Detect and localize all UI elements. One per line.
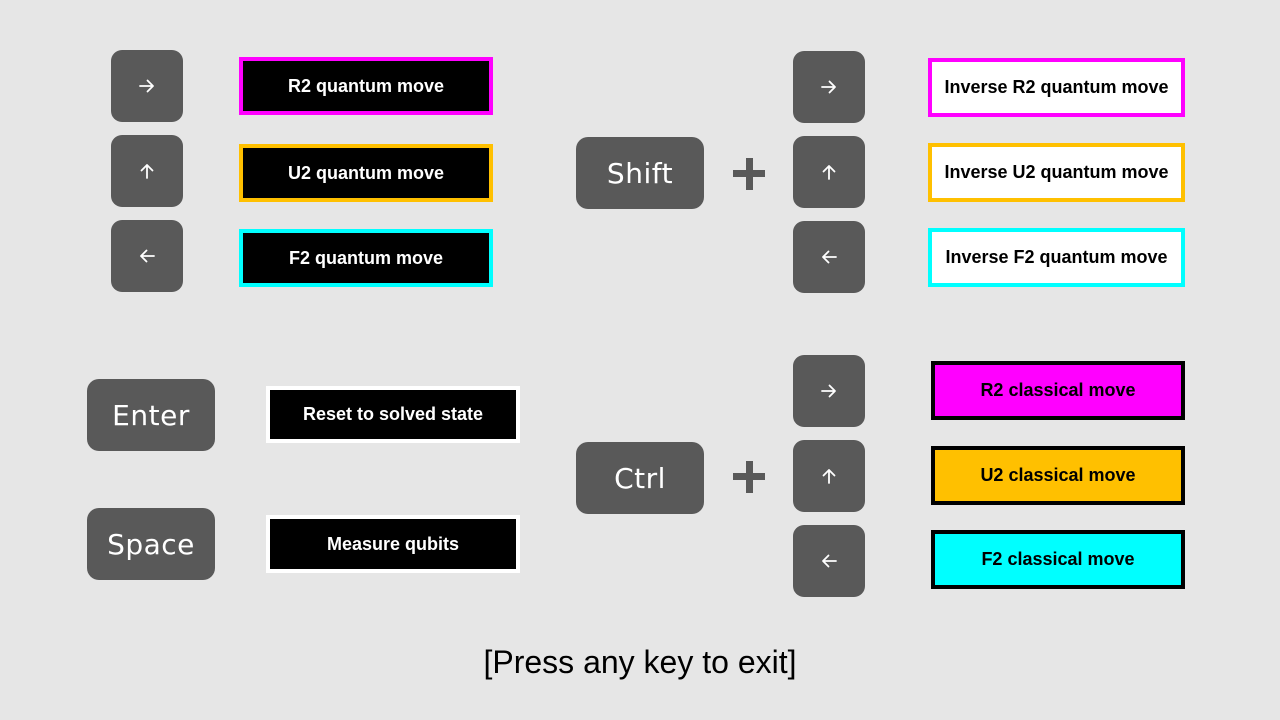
arrow-left-icon [140,249,155,263]
shift-key: Shift [576,137,704,209]
arrow-right-icon [821,80,836,94]
plus-icon [733,158,765,190]
ctrl-up-arrow-key [793,440,865,512]
arrow-left-icon [822,250,837,264]
u2-quantum-move-label: U2 quantum move [239,144,493,202]
ctrl-right-arrow-key [793,355,865,427]
arrow-left-icon [822,554,837,568]
up-arrow-key [111,135,183,207]
f2-classical-move-label: F2 classical move [931,530,1185,589]
ctrl-key: Ctrl [576,442,704,514]
r2-classical-move-label: R2 classical move [931,361,1185,420]
arrow-up-icon [140,164,154,179]
inverse-r2-quantum-move-label: Inverse R2 quantum move [928,58,1185,117]
arrow-right-icon [139,79,154,93]
r2-quantum-move-label: R2 quantum move [239,57,493,115]
right-arrow-key [111,50,183,122]
space-key: Space [87,508,215,580]
left-arrow-key [111,220,183,292]
press-any-key-to-exit-prompt: [Press any key to exit] [483,644,797,680]
shift-left-arrow-key [793,221,865,293]
ctrl-left-arrow-key [793,525,865,597]
inverse-u2-quantum-move-label: Inverse U2 quantum move [928,143,1185,202]
shift-up-arrow-key [793,136,865,208]
arrow-up-icon [822,469,836,484]
plus-icon [733,461,765,493]
shift-right-arrow-key [793,51,865,123]
f2-quantum-move-label: F2 quantum move [239,229,493,287]
enter-key: Enter [87,379,215,451]
reset-to-solved-state-label: Reset to solved state [266,386,520,443]
arrow-right-icon [821,384,836,398]
arrow-up-icon [822,165,836,180]
measure-qubits-label: Measure qubits [266,515,520,573]
u2-classical-move-label: U2 classical move [931,446,1185,505]
inverse-f2-quantum-move-label: Inverse F2 quantum move [928,228,1185,287]
